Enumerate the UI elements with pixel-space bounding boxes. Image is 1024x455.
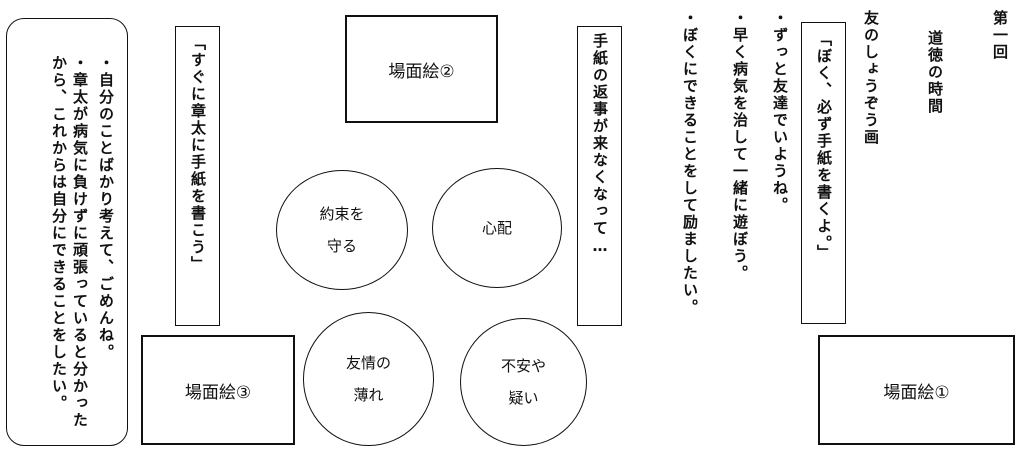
bullet-right-2: ・早く病気を治して一緒に遊ぼう。 [731, 10, 749, 282]
scene-1-label: 場面絵① [883, 382, 950, 403]
scene-image-2: 場面絵② [345, 15, 498, 123]
left-reflection-panel: ・自分のことばかり考えて、ごめんね。 ・章太が病気に負けずに頑張っていると分かっ… [6, 18, 128, 446]
lesson-title: 道徳の時間 [926, 30, 944, 115]
left-quote-text: 「すぐに章太に手紙を書こう」 [189, 35, 207, 273]
bullet-right-3: ・ぼくにできることをして励ましたい。 [681, 10, 699, 316]
emotion-friendship-line1: 友情の [345, 354, 391, 372]
emotion-promise-line2: 守る [326, 237, 357, 255]
emotion-friendship-line2: 薄れ [353, 386, 384, 404]
center-letter-box: 手紙の返事が来なくなって… [577, 26, 622, 326]
emotion-anxiety-line2: 疑い [508, 389, 539, 407]
bullet-right-1: ・ずっと友達でいようね。 [771, 10, 789, 214]
emotion-anxiety-line1: 不安や [500, 357, 546, 375]
right-quote-text: 「ぼく、必ず手紙を書くよ。」 [815, 31, 833, 262]
scene-image-1: 場面絵① [818, 335, 1015, 445]
left-quote-box: 「すぐに章太に手紙を書こう」 [175, 26, 220, 326]
emotion-worry-label: 心配 [481, 219, 512, 237]
scene-2-label: 場面絵② [388, 61, 455, 82]
scene-image-3: 場面絵③ [141, 335, 295, 445]
right-quote-box: 「ぼく、必ず手紙を書くよ。」 [801, 22, 846, 324]
left-panel-bullet-2: ・章太が病気に負けずに頑張っていると分かったから、これからは自分にできることをし… [50, 55, 89, 429]
emotion-worry: 心配 [432, 168, 562, 288]
emotion-anxiety: 不安や疑い [460, 318, 587, 446]
emotion-promise-line1: 約束を [319, 205, 365, 223]
left-panel-bullet-1: ・自分のことばかり考えて、ごめんね。 [97, 55, 115, 361]
emotion-friendship: 友情の薄れ [303, 312, 434, 446]
lesson-subject: 友のしょうぞう画 [862, 10, 880, 146]
emotion-promise: 約束を守る [276, 170, 408, 290]
scene-3-label: 場面絵③ [184, 382, 252, 403]
center-letter-text: 手紙の返事が来なくなって… [591, 33, 609, 257]
lesson-number: 第一回 [991, 10, 1009, 61]
